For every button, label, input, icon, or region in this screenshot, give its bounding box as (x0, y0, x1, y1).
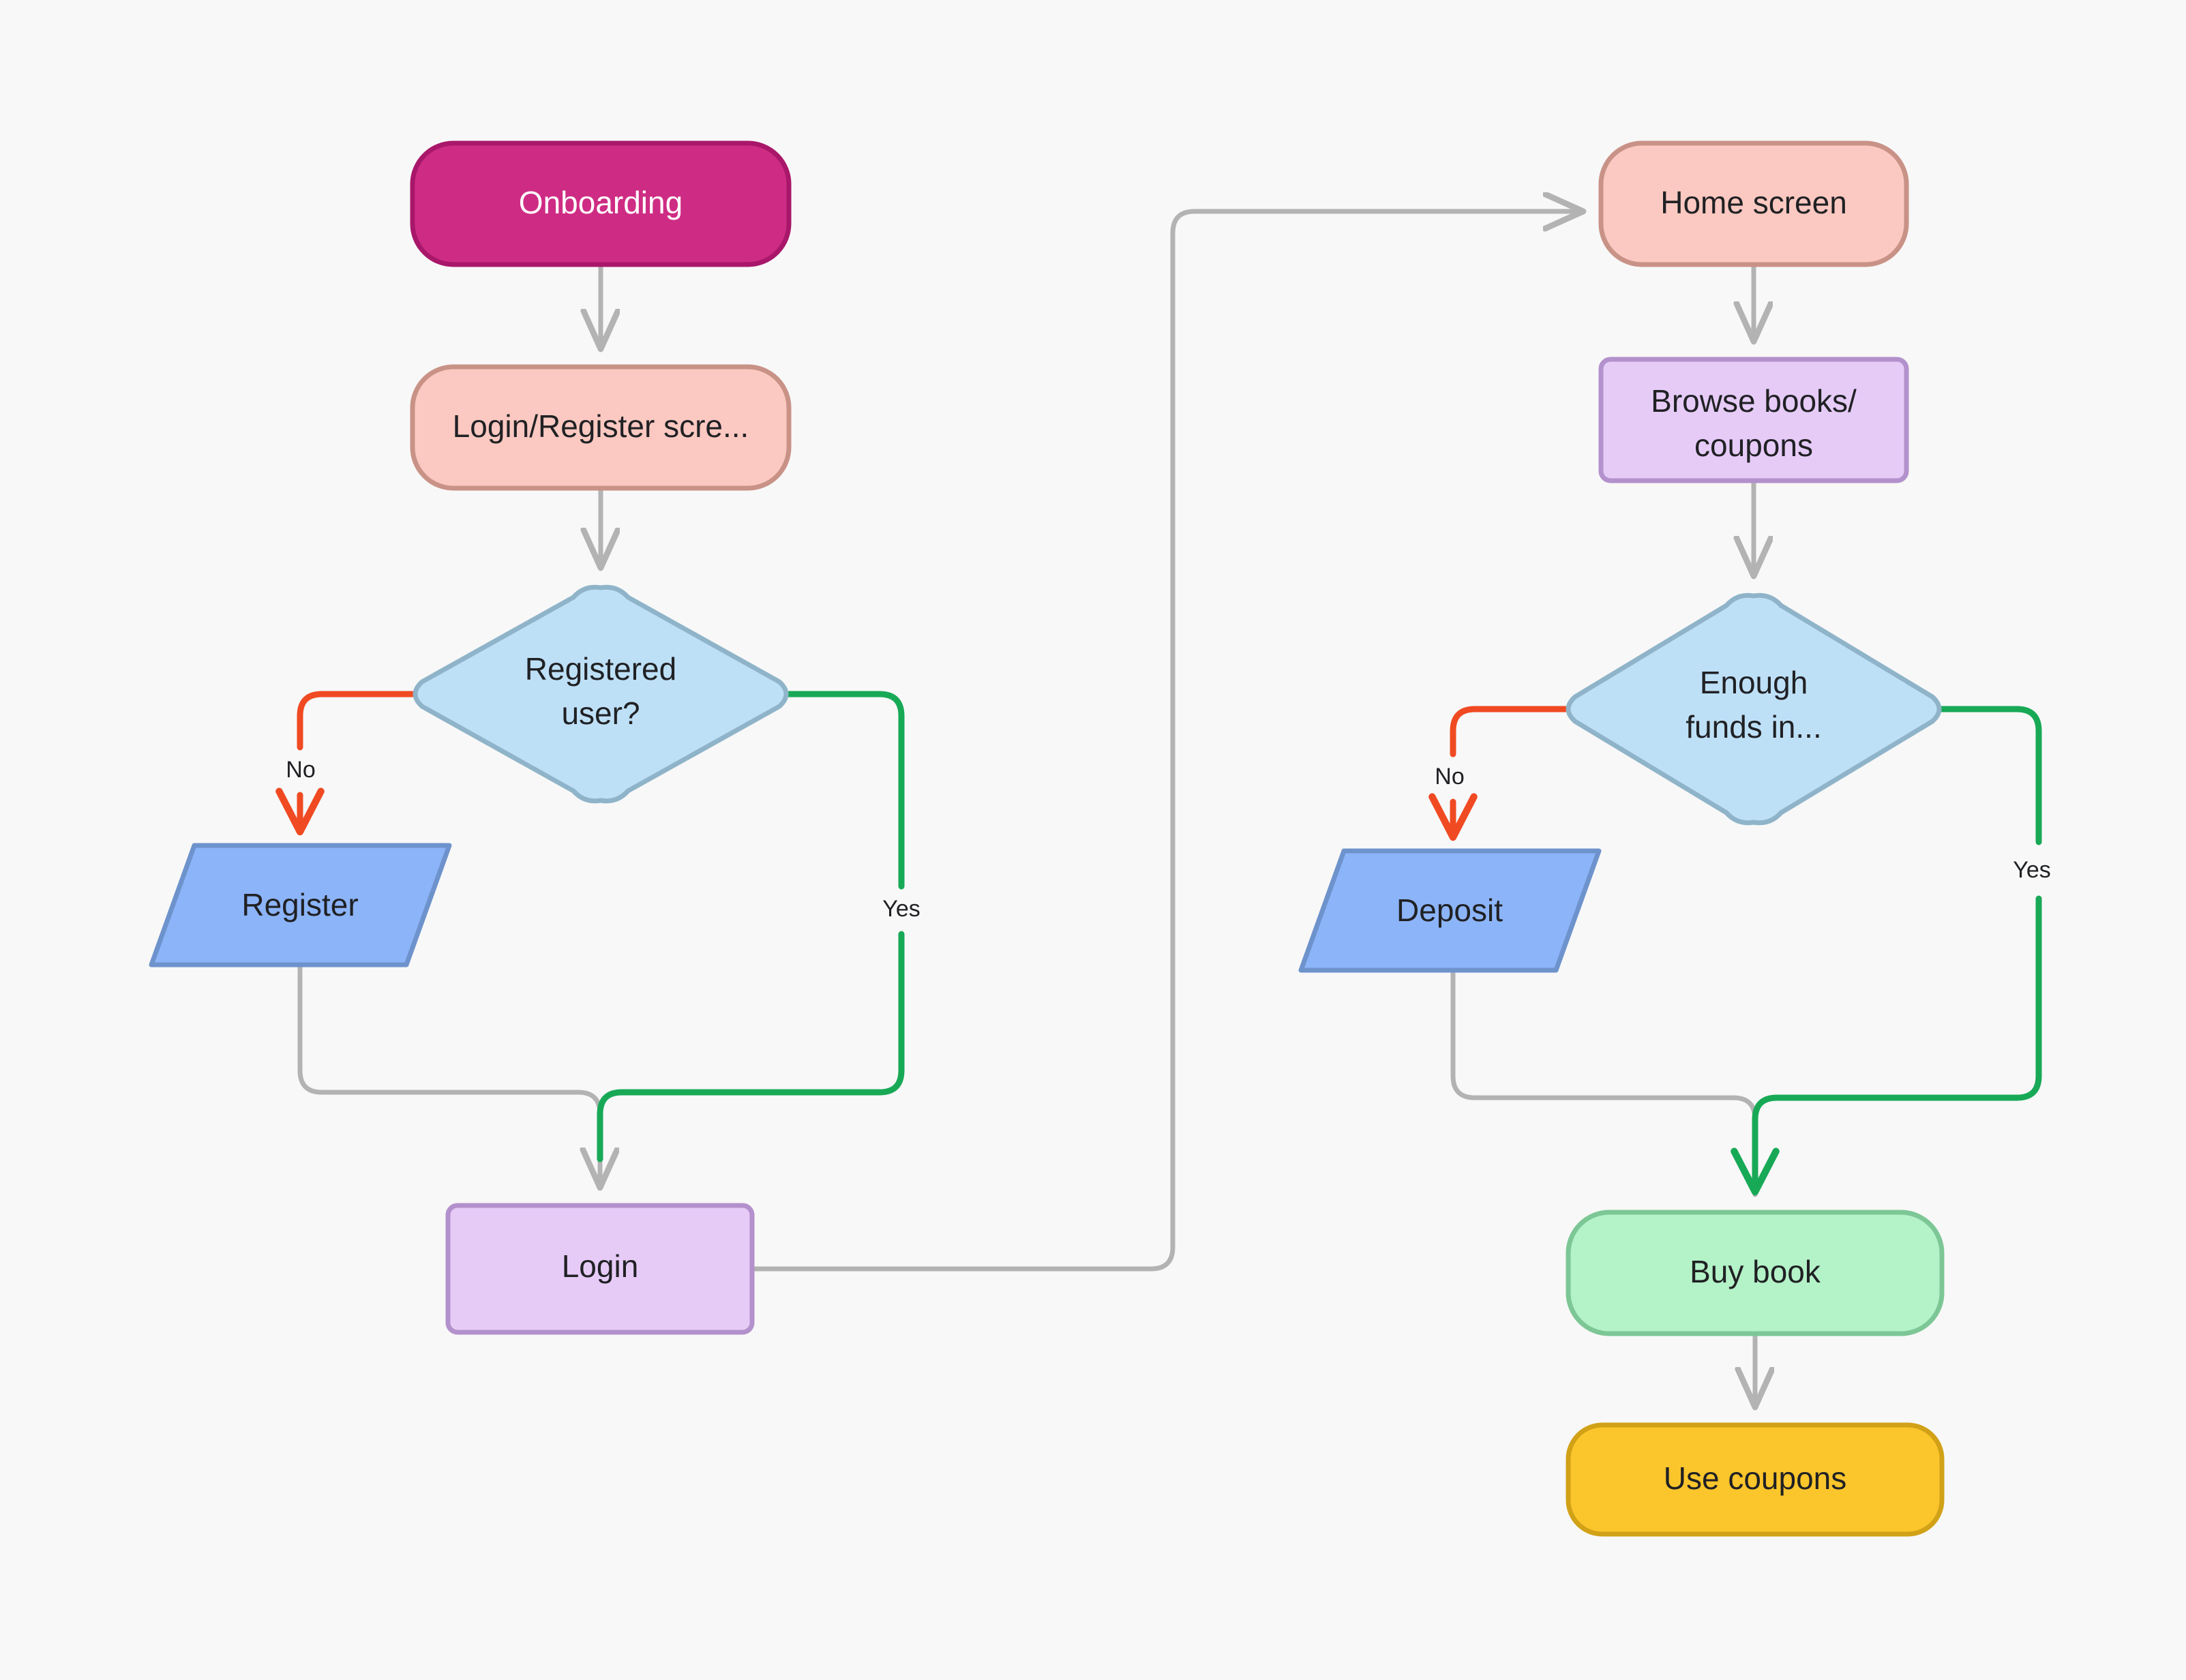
edge-deposit-to-buy-book (1450, 967, 1758, 1197)
node-browse-books-coupons[interactable]: Browse books/ coupons (1598, 357, 1909, 483)
edge-registered-user-yes-top (785, 691, 905, 890)
use-coupons-shape (1566, 1422, 1945, 1537)
edge-label-no-right: No (1435, 764, 1464, 790)
enough-funds-label-line2: funds in... (1686, 709, 1821, 745)
login-register-screen-shape (410, 364, 792, 491)
edge-registered-user-no-top (297, 691, 416, 751)
use-coupons-label: Use coupons (1664, 1460, 1847, 1496)
node-login[interactable]: Login (445, 1203, 755, 1335)
edge-register-to-login (297, 962, 600, 1188)
onboarding-label: Onboarding (519, 185, 683, 220)
enough-funds-shape (1566, 592, 1942, 826)
browse-books-coupons-label-line2: coupons (1694, 427, 1813, 463)
node-enough-funds[interactable]: Enough funds in... (1566, 592, 1942, 826)
node-home-screen[interactable]: Home screen (1598, 140, 1909, 267)
registered-user-label-line2: user? (561, 695, 640, 731)
browse-books-coupons-shape (1598, 357, 1909, 483)
onboarding-shape (410, 140, 792, 267)
edge-enough-funds-yes-to-buy-book (1731, 895, 2042, 1196)
login-shape (445, 1203, 755, 1335)
deposit-shape (1298, 848, 1602, 973)
edge-label-no-left: No (286, 757, 315, 783)
edge-label-yes-left: Yes (882, 896, 920, 922)
register-label: Register (241, 887, 358, 922)
node-onboarding[interactable]: Onboarding (410, 140, 792, 267)
registered-user-label-line1: Registered (525, 651, 676, 687)
deposit-label: Deposit (1396, 892, 1503, 928)
registered-user-shape (413, 584, 789, 804)
enough-funds-label-line1: Enough (1700, 665, 1808, 700)
login-register-screen-label: Login/Register scre... (453, 408, 749, 444)
node-login-register-screen[interactable]: Login/Register scre... (410, 364, 792, 491)
edge-registered-user-yes-to-login (597, 931, 905, 1162)
home-screen-shape (1598, 140, 1909, 267)
buy-book-label: Buy book (1690, 1254, 1821, 1289)
edge-label-yes-right: Yes (2013, 857, 2050, 883)
buy-book-shape (1566, 1210, 1945, 1336)
login-label: Login (562, 1248, 639, 1284)
node-register[interactable]: Register (149, 843, 452, 967)
edge-enough-funds-no-top (1450, 706, 1569, 758)
edge-login-to-home-screen (749, 211, 1583, 1272)
browse-books-coupons-label-line1: Browse books/ (1651, 383, 1857, 419)
node-registered-user[interactable]: Registered user? (413, 584, 789, 804)
node-use-coupons[interactable]: Use coupons (1566, 1422, 1945, 1537)
home-screen-label: Home screen (1660, 185, 1847, 220)
node-buy-book[interactable]: Buy book (1566, 1210, 1945, 1336)
edge-enough-funds-yes-top (1938, 706, 2042, 845)
node-deposit[interactable]: Deposit (1298, 848, 1602, 973)
register-shape (149, 843, 452, 967)
